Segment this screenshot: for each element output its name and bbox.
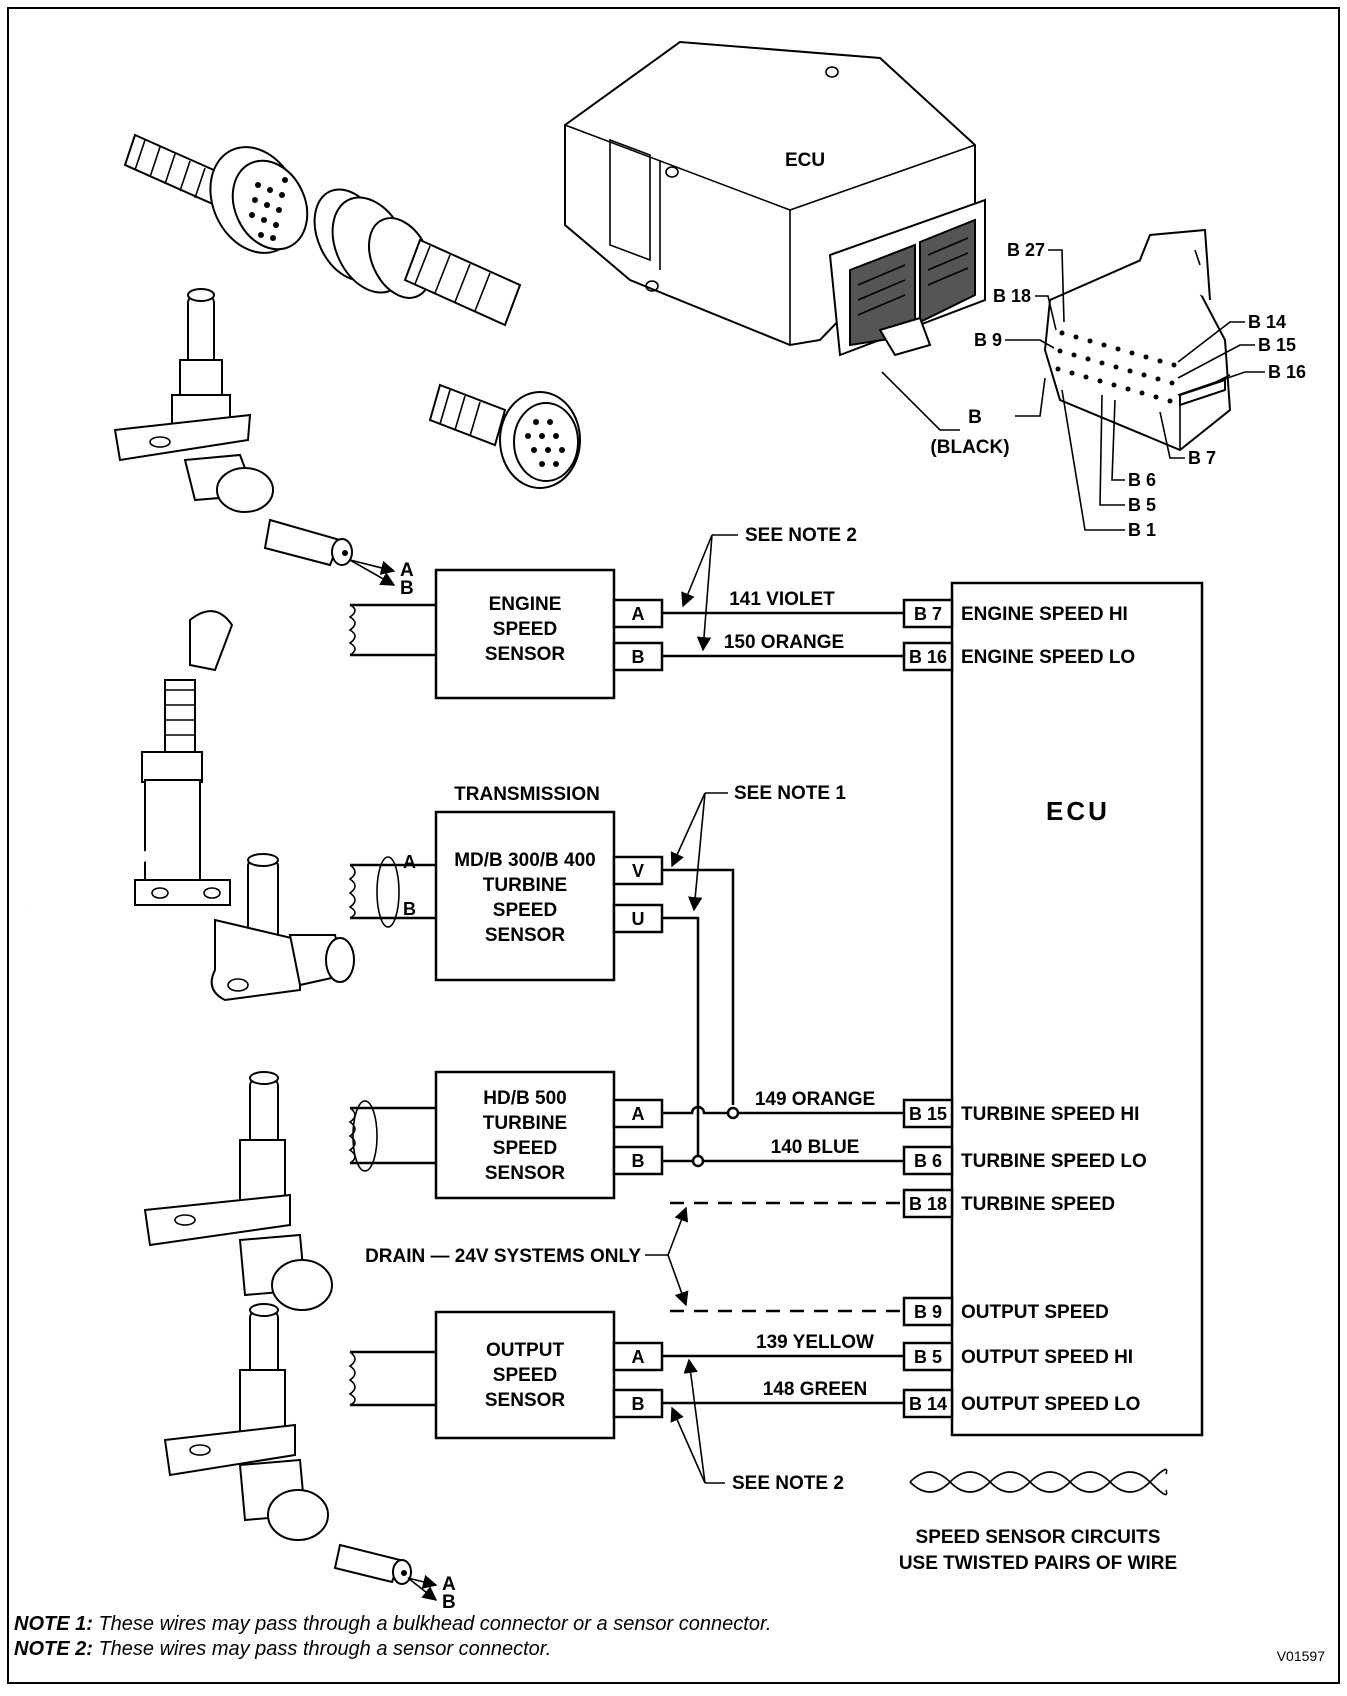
connector-pin-callout: B 5: [1128, 495, 1156, 515]
harness-connector-illustration: [123, 133, 581, 489]
hdb-sensor-name-line: SPEED: [493, 1138, 557, 1159]
transmission-sensor-illustration: [27, 610, 355, 1002]
connector-pin-callout: B 27: [1007, 240, 1045, 260]
see-note-1: SEE NOTE 1: [734, 783, 846, 804]
note-1-label: NOTE 1:: [14, 1613, 93, 1635]
ecu-pin-label: B 7: [914, 604, 942, 624]
ecu-pin-label: B 6: [914, 1151, 942, 1171]
ecu-pin-function: TURBINE SPEED: [961, 1194, 1115, 1215]
terminal-label: B: [632, 647, 645, 667]
note-2-text: These wires may pass through a sensor co…: [92, 1638, 552, 1660]
ecu-pin-boxes: [902, 598, 954, 1419]
ecu-pin-function: ENGINE SPEED HI: [961, 604, 1128, 625]
note-callouts: [645, 534, 738, 1484]
hd-turbine-sensor-illustration: [143, 1071, 333, 1311]
terminal-label: B: [632, 1151, 645, 1171]
ecu-pin-label: B 9: [914, 1302, 942, 1322]
mdb-sensor-name-line: MD/B 300/B 400: [454, 850, 596, 871]
ecu-pin-function: OUTPUT SPEED HI: [961, 1347, 1133, 1368]
output-speed-sensor-illustration: A B: [163, 1303, 456, 1613]
ecu-pin-label: B 18: [909, 1194, 947, 1214]
ecu-pin-function: TURBINE SPEED HI: [961, 1104, 1139, 1125]
terminal-label: V: [632, 861, 644, 881]
wiring: [662, 611, 904, 1405]
connector-pin-callout: B 14: [1248, 312, 1286, 332]
connector-pin-callout: B 7: [1188, 448, 1216, 468]
connector-pin-callout: B 18: [993, 286, 1031, 306]
wire-label: 148 GREEN: [763, 1379, 868, 1400]
ecu-illustration-label: ECU: [785, 150, 825, 171]
sensor-connector-pin-b: B: [400, 578, 414, 599]
footnotes: NOTE 1: These wires may pass through a b…: [14, 1612, 771, 1662]
note-2: NOTE 2: These wires may pass through a s…: [14, 1637, 771, 1662]
output-sensor-name-line: OUTPUT: [486, 1340, 565, 1361]
ecu-pin-function: ENGINE SPEED LO: [961, 647, 1135, 668]
connector-pin-callout: B 9: [974, 330, 1002, 350]
ecu-pin-label: B 14: [909, 1394, 947, 1414]
note-1-text: These wires may pass through a bulkhead …: [92, 1613, 772, 1635]
ecu-label: ECU: [1046, 796, 1110, 826]
note-1: NOTE 1: These wires may pass through a b…: [14, 1612, 771, 1637]
note-2-label: NOTE 2:: [14, 1638, 93, 1660]
sensor-connector-pin-a: A: [400, 560, 414, 581]
wire-label: 149 ORANGE: [755, 1089, 875, 1110]
terminal-label: A: [632, 1347, 645, 1367]
engine-speed-sensor-block: ENGINE SPEED SENSOR A B: [348, 568, 664, 700]
ecu-pin-function: OUTPUT SPEED LO: [961, 1394, 1140, 1415]
connector-b-illustration: B 27 B 18 B 9 B 14 B 15 B 16 B 7 B 6 B 5…: [881, 228, 1306, 540]
mdb-sensor-name-line: SENSOR: [485, 925, 566, 946]
ecu-module-illustration: ECU: [564, 40, 986, 357]
ecu-pin-label: B 16: [909, 647, 947, 667]
figure-id: V01597: [1276, 1648, 1325, 1664]
mdb-turbine-sensor-block: TRANSMISSION MD/B 300/B 400 TURBINE SPEE…: [348, 784, 664, 982]
connector-pin-callout: B 6: [1128, 470, 1156, 490]
mdb-sensor-name-line: SPEED: [493, 900, 557, 921]
page-frame: [7, 7, 1340, 1684]
connector-pin-callout: B 1: [1128, 520, 1156, 540]
see-note-2-bottom: SEE NOTE 2: [732, 1473, 844, 1494]
connector-b-color: (BLACK): [930, 437, 1009, 458]
engine-speed-sensor-illustration: A B: [113, 288, 414, 599]
mdb-sensor-name-line: TURBINE: [483, 875, 567, 896]
see-note-2-top: SEE NOTE 2: [745, 525, 857, 546]
sensor-connector-pin-b: B: [442, 1592, 456, 1613]
terminal-label: A: [632, 604, 645, 624]
engine-sensor-name-line: SPEED: [493, 619, 557, 640]
connector-b-label: B: [968, 407, 982, 428]
ecu-pin-label: B 15: [909, 1104, 947, 1124]
hdb-turbine-sensor-block: HD/B 500 TURBINE SPEED SENSOR A B: [348, 1070, 664, 1200]
wire-label: 141 VIOLET: [729, 589, 835, 610]
engine-sensor-name-line: ENGINE: [489, 594, 562, 615]
twisted-pair-symbol: [909, 1468, 1168, 1496]
hdb-sensor-name-line: HD/B 500: [483, 1088, 566, 1109]
connector-pin-callout: B 15: [1258, 335, 1296, 355]
terminal-label: A: [632, 1104, 645, 1124]
ecu-pin-function: TURBINE SPEED LO: [961, 1151, 1147, 1172]
wire-label: 139 YELLOW: [756, 1332, 874, 1353]
output-sensor-name-line: SENSOR: [485, 1390, 566, 1411]
output-speed-sensor-block: OUTPUT SPEED SENSOR A B: [348, 1310, 664, 1440]
connector-pin-callout: B 16: [1268, 362, 1306, 382]
wire-label: 140 BLUE: [771, 1137, 860, 1158]
transmission-header: TRANSMISSION: [454, 784, 600, 805]
twisted-pair-legend-line: SPEED SENSOR CIRCUITS: [916, 1527, 1161, 1548]
engine-sensor-name-line: SENSOR: [485, 644, 566, 665]
drain-callout: DRAIN — 24V SYSTEMS ONLY: [365, 1246, 641, 1267]
wire-label: 150 ORANGE: [724, 632, 844, 653]
ecu-pin-function: OUTPUT SPEED: [961, 1302, 1109, 1323]
hdb-sensor-name-line: TURBINE: [483, 1113, 567, 1134]
coil-label-a: A: [403, 852, 416, 872]
ecu-pin-label: B 5: [914, 1347, 942, 1367]
coil-label-b: B: [403, 899, 416, 919]
hdb-sensor-name-line: SENSOR: [485, 1163, 566, 1184]
ecu-block: [950, 581, 1204, 1437]
twisted-pair-legend-line: USE TWISTED PAIRS OF WIRE: [899, 1553, 1177, 1574]
terminal-label: U: [632, 909, 645, 929]
output-sensor-name-line: SPEED: [493, 1365, 557, 1386]
sensor-connector-pin-a: A: [442, 1574, 456, 1595]
terminal-label: B: [632, 1394, 645, 1414]
